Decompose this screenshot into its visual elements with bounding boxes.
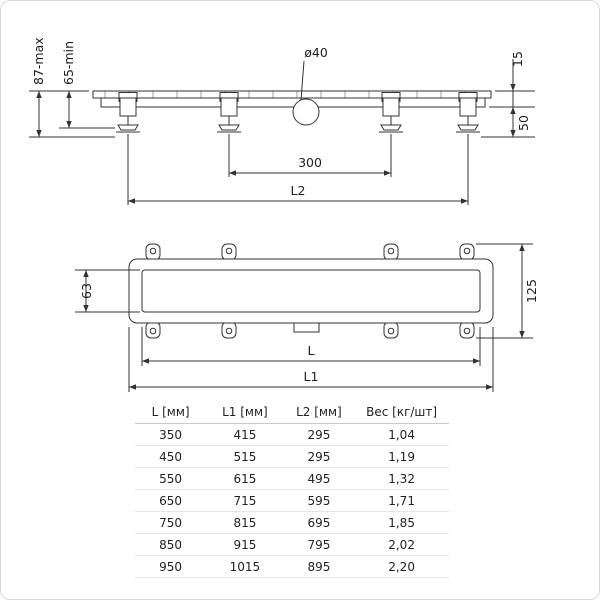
cell-weight: 1,19 [354, 445, 449, 468]
dim-label-channel-height: 50 [516, 115, 531, 131]
dim-label-height-min: 65-min [61, 41, 76, 85]
cell-L2: 295 [283, 445, 355, 468]
dim-label-flange-width: 125 [524, 279, 539, 303]
cell-L2: 795 [283, 533, 355, 556]
cell-L2: 495 [283, 467, 355, 490]
cell-L1: 915 [206, 533, 284, 556]
dimension-flange-width: 125 [476, 243, 539, 339]
table-row: 850 915 795 2,02 [135, 533, 449, 556]
support-foot [116, 92, 140, 133]
table-row: 550 615 495 1,32 [135, 467, 449, 490]
dim-label-channel-width: 63 [79, 283, 94, 299]
dim-label-drain-spacing: 300 [298, 155, 322, 170]
side-channel-body [100, 97, 486, 108]
cell-L1: 615 [206, 467, 284, 490]
cell-L1: 715 [206, 489, 284, 512]
cell-L: 950 [135, 555, 207, 578]
dim-label-edge-height: 15 [510, 51, 525, 67]
cell-weight: 1,32 [354, 467, 449, 490]
mounting-bracket [145, 243, 475, 261]
support-foot [379, 92, 403, 133]
cell-L: 550 [135, 467, 207, 490]
header-L1: L1 [мм] [206, 401, 284, 424]
size-table: L [мм] L1 [мм] L2 [мм] Вес [кг/шт] 350 4… [135, 401, 449, 578]
table-row: 950 1015 895 2,20 [135, 555, 449, 578]
dim-label-drain-diameter: ø40 [304, 45, 328, 60]
table-row: 650 715 595 1,71 [135, 489, 449, 512]
cell-L: 450 [135, 445, 207, 468]
dim-label-feet-span: L2 [291, 183, 306, 198]
table-row: 350 415 295 1,04 [135, 423, 449, 446]
drain-outlet [292, 98, 320, 126]
plan-grate [141, 269, 481, 313]
table-row: 450 515 295 1,19 [135, 445, 449, 468]
diameter-leader-line [300, 60, 305, 101]
support-foot [456, 92, 480, 133]
cell-L2: 295 [283, 423, 355, 446]
outlet-tab [293, 322, 320, 333]
header-weight: Вес [кг/шт] [354, 401, 449, 424]
plan-flange [128, 258, 494, 324]
table-row: 750 815 695 1,85 [135, 511, 449, 534]
dimension-overall-length: L1 [128, 327, 494, 392]
cell-weight: 1,71 [354, 489, 449, 512]
dimension-feet-span: L2 [127, 134, 469, 205]
mounting-bracket [145, 321, 475, 339]
support-foot [217, 92, 241, 133]
cell-L: 350 [135, 423, 207, 446]
plan-view: 63 125 L [75, 243, 539, 392]
dim-label-overall-length: L1 [304, 369, 319, 384]
cell-L1: 815 [206, 511, 284, 534]
cell-L2: 595 [283, 489, 355, 512]
technical-drawing: ø40 87-max 65-min [29, 37, 539, 392]
cell-L: 650 [135, 489, 207, 512]
cell-L: 750 [135, 511, 207, 534]
dimension-drain-spacing: 300 [228, 134, 392, 177]
side-view: ø40 87-max 65-min [29, 37, 535, 205]
cell-L1: 415 [206, 423, 284, 446]
dimension-grate-length: L [141, 327, 481, 366]
dimension-height-min: 65-min [59, 41, 115, 129]
cell-weight: 1,04 [354, 423, 449, 446]
grate-ticks [104, 91, 466, 98]
dim-label-height-max: 87-max [31, 37, 46, 85]
cell-weight: 2,02 [354, 533, 449, 556]
cell-weight: 2,20 [354, 555, 449, 578]
cell-L1: 1015 [206, 555, 284, 578]
cell-L2: 695 [283, 511, 355, 534]
table-header-row: L [мм] L1 [мм] L2 [мм] Вес [кг/шт] [135, 401, 449, 424]
header-L: L [мм] [135, 401, 207, 424]
dimension-edge-height: 15 50 [481, 51, 535, 138]
dimension-height-max: 87-max [29, 37, 115, 138]
dimension-channel-width: 63 [75, 269, 140, 313]
cell-L1: 515 [206, 445, 284, 468]
header-L2: L2 [мм] [283, 401, 355, 424]
cell-weight: 1,85 [354, 511, 449, 534]
cell-L2: 895 [283, 555, 355, 578]
cell-L: 850 [135, 533, 207, 556]
dim-label-grate-length: L [308, 343, 315, 358]
